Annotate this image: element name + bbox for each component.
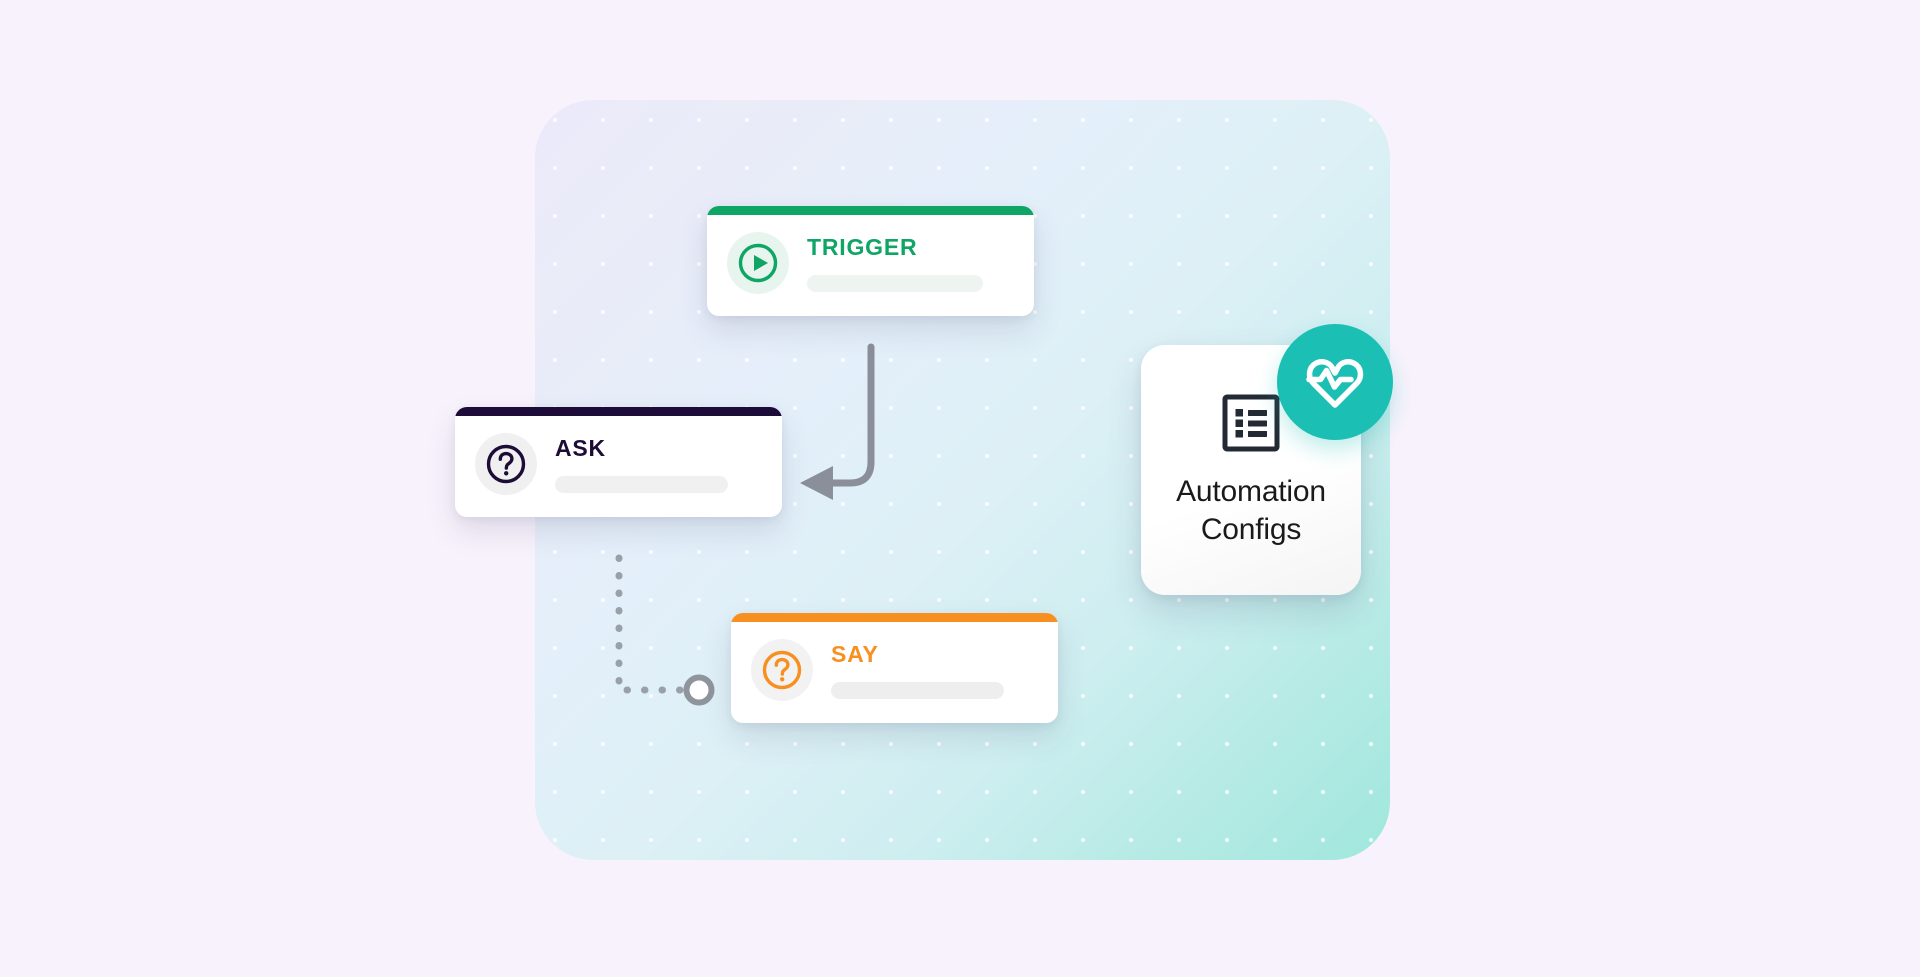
automation-configs-label-line1: Automation <box>1176 475 1326 508</box>
flow-node-trigger[interactable]: TRIGGER <box>707 206 1034 316</box>
automation-configs-tile[interactable]: Automation Configs <box>1141 345 1361 595</box>
heart-pulse-icon <box>1306 359 1364 408</box>
node-placeholder-bar-ask <box>555 476 728 493</box>
node-accent-bar-ask <box>455 407 782 416</box>
flow-node-say[interactable]: SAY <box>731 613 1058 723</box>
node-title-ask: ASK <box>555 435 606 461</box>
flow-node-ask[interactable]: ASK <box>455 407 782 517</box>
play-circle-icon <box>727 232 789 294</box>
node-title-say: SAY <box>831 641 879 667</box>
node-accent-bar-trigger <box>707 206 1034 215</box>
heart-pulse-badge[interactable] <box>1277 324 1393 440</box>
node-accent-bar-say <box>731 613 1058 622</box>
node-placeholder-bar-trigger <box>807 275 983 292</box>
automation-configs-label: Automation Configs <box>1176 473 1326 548</box>
node-title-trigger: TRIGGER <box>807 234 918 260</box>
automation-configs-label-line2: Configs <box>1200 512 1302 546</box>
list-box-icon <box>1220 392 1282 459</box>
question-circle-icon-say <box>751 639 813 701</box>
question-circle-icon-ask <box>475 433 537 495</box>
node-placeholder-bar-say <box>831 682 1004 699</box>
